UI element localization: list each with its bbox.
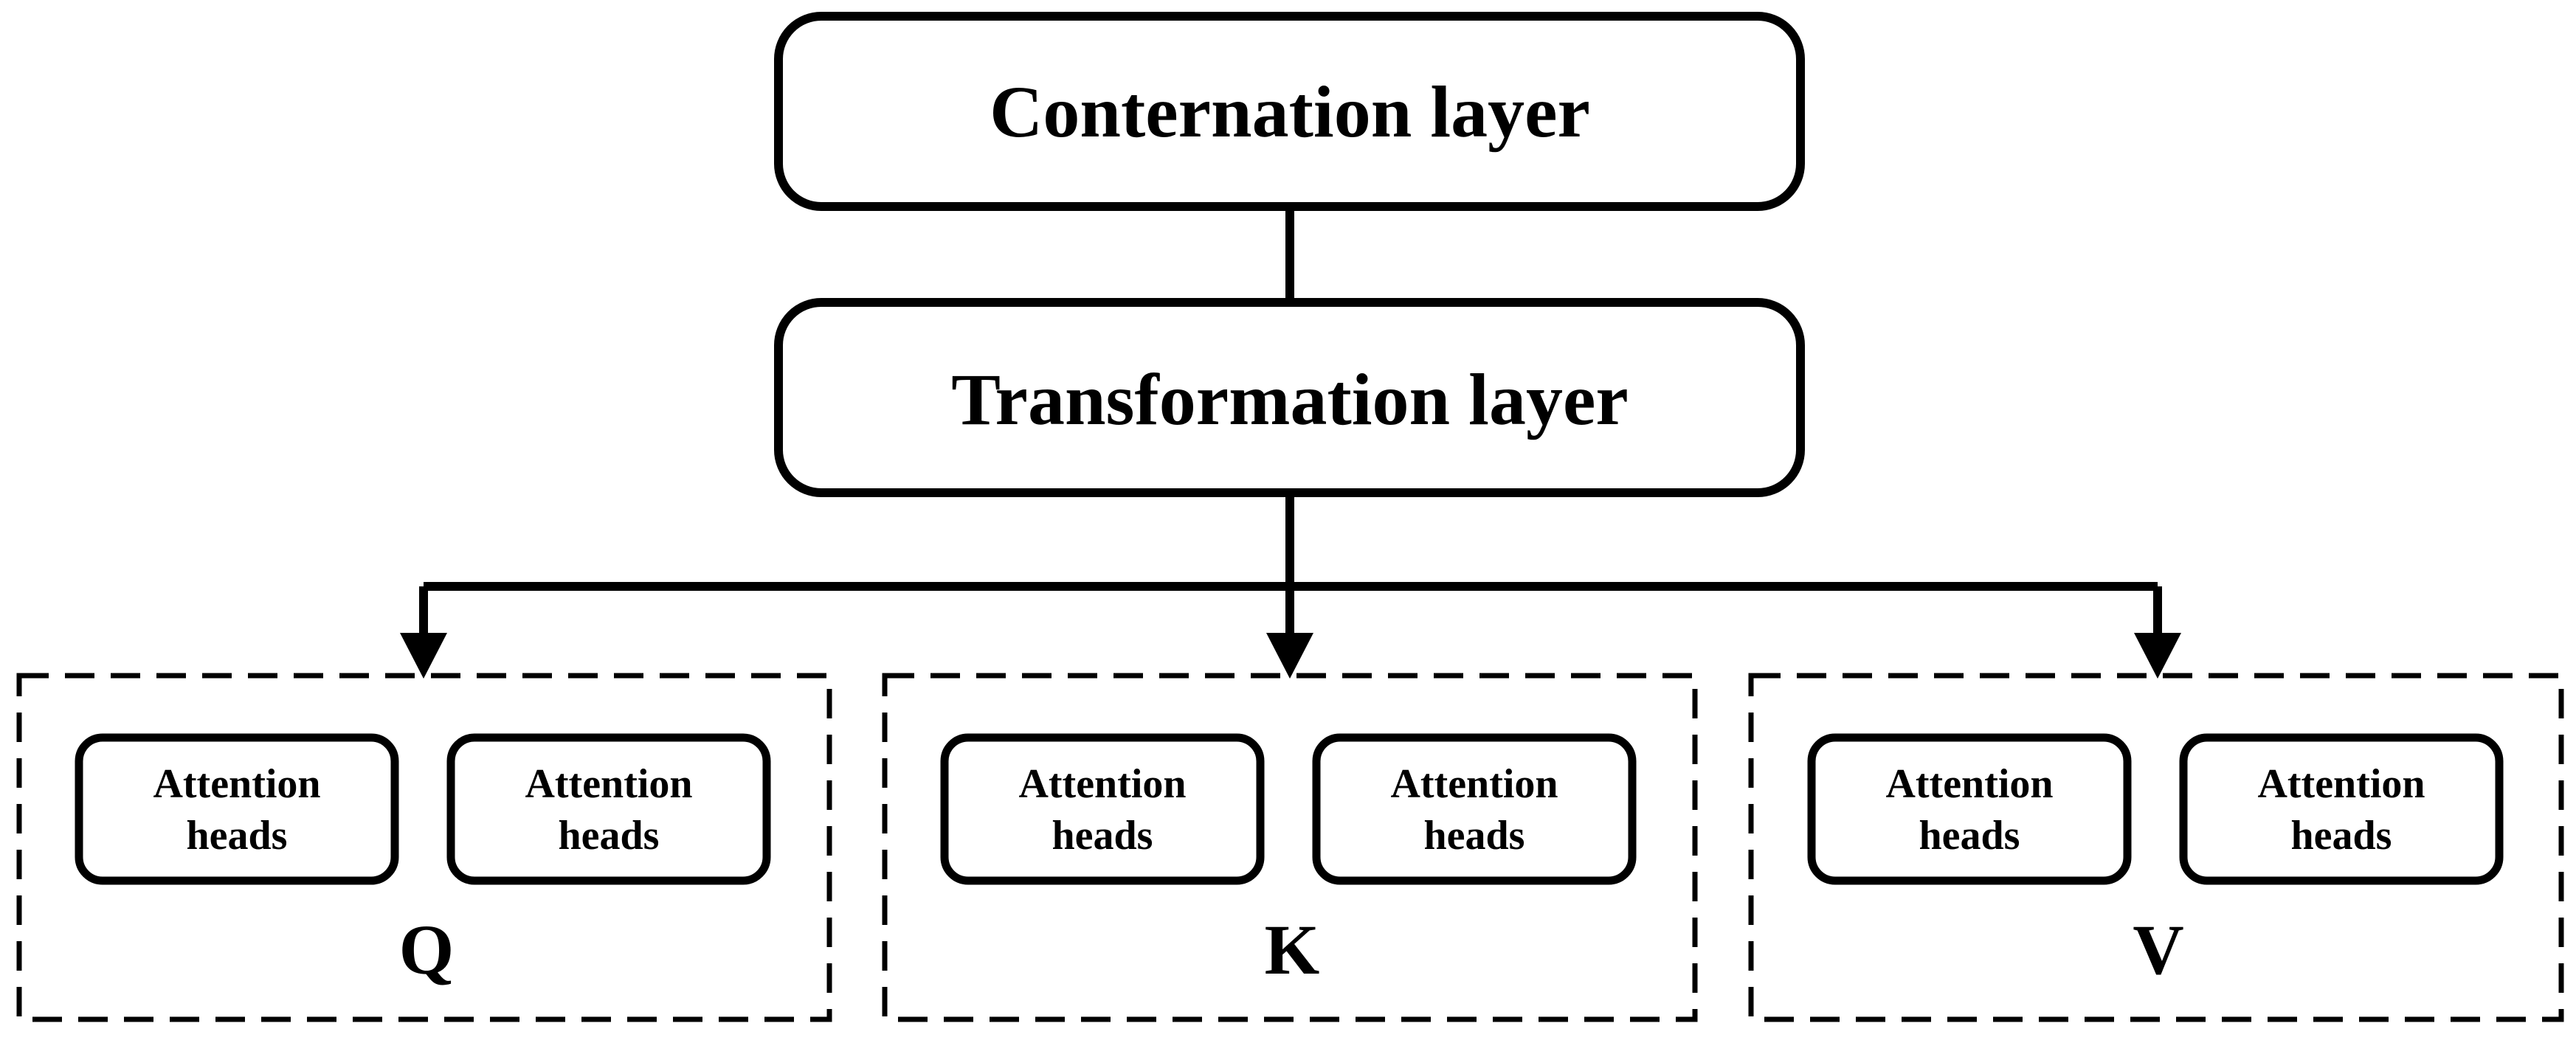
group-q-label: Q [399, 910, 455, 989]
transformation-layer-label: Transformation layer [951, 358, 1628, 440]
attention-head-label-line2: heads [1424, 813, 1525, 859]
attention-head-label-line1: Attention [153, 761, 320, 807]
attention-head-v-1: Attention heads [1807, 733, 2132, 885]
group-q: Attention heads Attention heads Q [16, 673, 832, 1022]
group-v-label: V [2133, 910, 2183, 989]
arrow-to-q [400, 586, 447, 679]
attention-head-label-line1: Attention [525, 761, 692, 807]
conternation-layer-label: Conternation layer [990, 71, 1590, 153]
group-k-dashed-box [882, 673, 1698, 1022]
attention-head-label-line2: heads [1052, 813, 1153, 859]
group-k: Attention heads Attention heads K [882, 673, 1698, 1022]
arrow-to-k [1266, 586, 1313, 679]
group-v: Attention heads Attention heads V [1748, 673, 2564, 1022]
attention-head-q-1: Attention heads [75, 733, 399, 885]
group-k-label: K [1265, 910, 1320, 989]
arrow-to-v [2134, 586, 2181, 679]
attention-head-label-line2: heads [1919, 813, 2020, 859]
group-q-dashed-box [16, 673, 832, 1022]
group-v-dashed-box [1748, 673, 2564, 1022]
attention-head-q-2: Attention heads [446, 733, 771, 885]
attention-head-label-line1: Attention [2257, 761, 2425, 807]
attention-head-label-line2: heads [2291, 813, 2392, 859]
attention-head-label-line1: Attention [1885, 761, 2053, 807]
transformation-layer-node: Transformation layer [774, 298, 1805, 497]
attention-head-label-line1: Attention [1390, 761, 1558, 807]
attention-head-k-1: Attention heads [940, 733, 1265, 885]
attention-head-label-line1: Attention [1018, 761, 1186, 807]
conternation-layer-node: Conternation layer [774, 12, 1805, 211]
attention-head-label-line2: heads [187, 813, 288, 859]
attention-head-v-2: Attention heads [2179, 733, 2504, 885]
attention-head-k-2: Attention heads [1312, 733, 1637, 885]
attention-head-label-line2: heads [559, 813, 660, 859]
